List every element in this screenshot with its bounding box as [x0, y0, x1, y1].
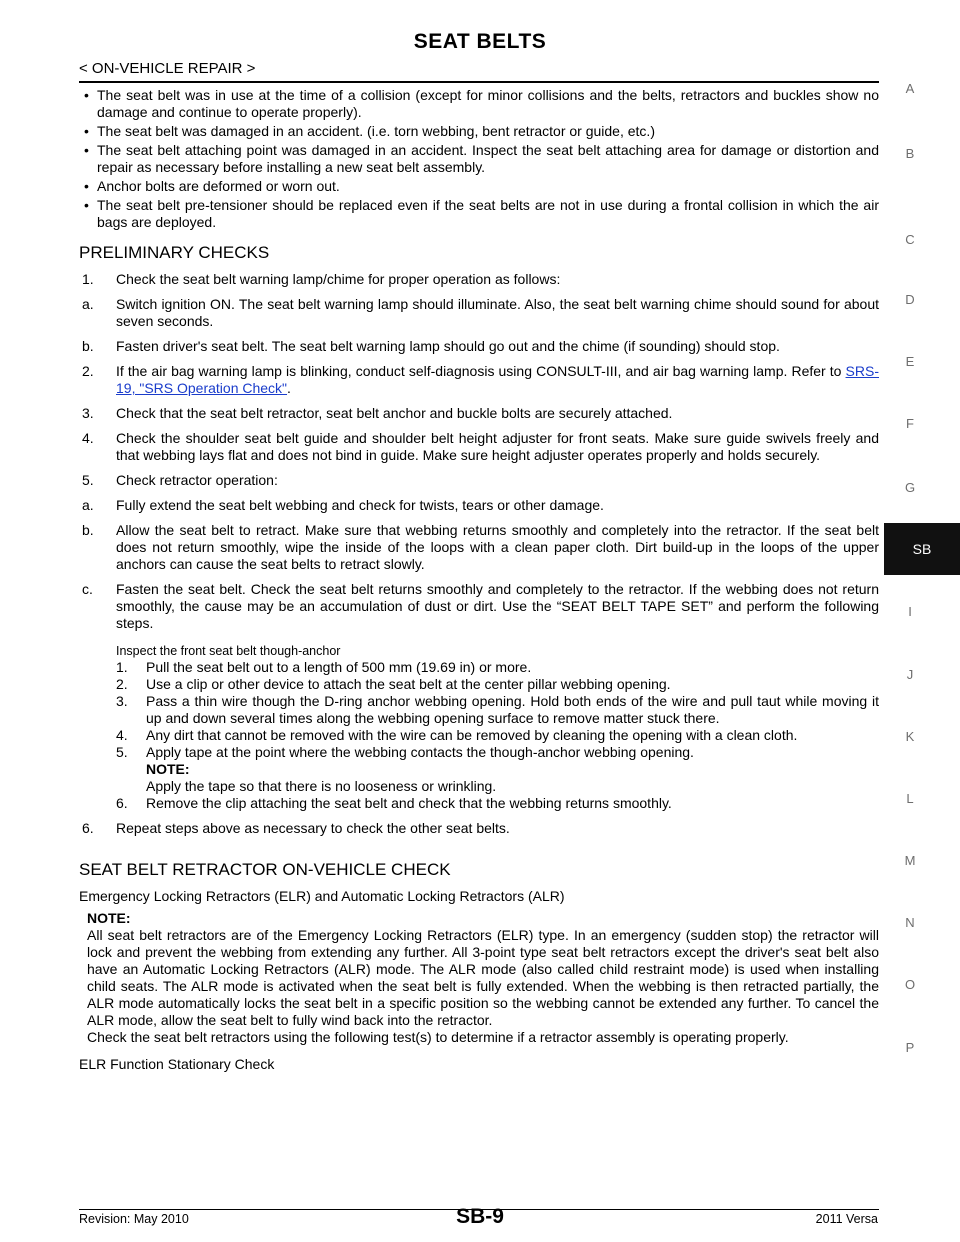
retractor-check-heading: SEAT BELT RETRACTOR ON-VEHICLE CHECK: [79, 860, 451, 879]
check-text: Check the seat belt retractors using the…: [87, 1029, 789, 1045]
sub-step-3: 3.Pass a thin wire though the D-ring anc…: [116, 693, 879, 726]
body-content: •The seat belt was in use at the time of…: [79, 87, 879, 1073]
note-text: All seat belt retractors are of the Emer…: [87, 927, 879, 1028]
bullet-item: •The seat belt was damaged in an acciden…: [84, 123, 655, 139]
side-index-letter[interactable]: O: [904, 977, 916, 992]
retractor-subheading: Emergency Locking Retractors (ELR) and A…: [79, 888, 565, 904]
sub-step-5: 5.Apply tape at the point where the webb…: [116, 744, 694, 794]
note-label: NOTE:: [146, 761, 190, 777]
retractor-note: NOTE: All seat belt retractors are of th…: [87, 910, 879, 1046]
side-index-letter[interactable]: E: [905, 354, 915, 369]
revision-date: Revision: May 2010: [79, 1212, 189, 1226]
side-index-letter[interactable]: B: [905, 146, 915, 161]
sub-step-2: 2.Use a clip or other device to attach t…: [116, 676, 671, 692]
sub-step-4: 4.Any dirt that cannot be removed with t…: [116, 727, 798, 743]
bullet-item: •The seat belt pre-tensioner should be r…: [84, 197, 879, 230]
preliminary-checks-heading: PRELIMINARY CHECKS: [79, 243, 270, 262]
side-index-letter[interactable]: C: [905, 232, 915, 247]
side-index-letter[interactable]: I: [908, 604, 912, 619]
bullet-item: •Anchor bolts are deformed or worn out.: [84, 178, 340, 194]
side-index-letter[interactable]: K: [905, 729, 915, 744]
note-label: NOTE:: [87, 910, 131, 926]
step-5: 5.Check retractor operation:: [82, 472, 278, 488]
step-6: 6.Repeat steps above as necessary to che…: [82, 820, 510, 836]
sub-step-1: 1.Pull the seat belt out to a length of …: [116, 659, 532, 675]
step-5b: b.Allow the seat belt to retract. Make s…: [82, 522, 879, 572]
side-index-letter[interactable]: J: [906, 667, 914, 682]
side-index-letter[interactable]: F: [906, 416, 914, 431]
model-year: 2011 Versa: [815, 1212, 878, 1226]
note-text: Apply the tape so that there is no loose…: [146, 778, 497, 794]
side-index-letter[interactable]: G: [904, 480, 916, 495]
page-title: SEAT BELTS: [413, 30, 547, 53]
bullet-item: •The seat belt attaching point was damag…: [84, 142, 879, 175]
inspect-label: Inspect the front seat belt though-ancho…: [116, 644, 341, 658]
sub-step-6: 6.Remove the clip attaching the seat bel…: [116, 795, 672, 811]
step-4: 4.Check the shoulder seat belt guide and…: [82, 430, 879, 463]
side-index-letter[interactable]: L: [906, 791, 914, 806]
side-index-letter[interactable]: M: [904, 853, 916, 868]
step-1a: a.Switch ignition ON. The seat belt warn…: [82, 296, 879, 329]
step-1: 1.Check the seat belt warning lamp/chime…: [82, 271, 561, 287]
footer-rule: [79, 1209, 879, 1210]
step-2: 2.If the air bag warning lamp is blinkin…: [82, 363, 879, 396]
step-5c: c.Fasten the seat belt. Check the seat b…: [82, 581, 879, 631]
side-index-letter[interactable]: N: [905, 915, 915, 930]
step-1b: b.Fasten driver's seat belt. The seat be…: [82, 338, 780, 354]
header-rule: [79, 81, 879, 83]
side-index-letter[interactable]: P: [905, 1040, 915, 1055]
section-subtitle: < ON-VEHICLE REPAIR >: [79, 60, 256, 77]
srs-operation-check-link[interactable]: SRS-19, "SRS Operation Check": [116, 363, 879, 396]
side-index-letter[interactable]: D: [905, 292, 915, 307]
side-index-active-tab[interactable]: SB: [884, 523, 960, 575]
side-index-letter[interactable]: A: [905, 81, 915, 96]
step-3: 3.Check that the seat belt retractor, se…: [82, 405, 673, 421]
page-number: SB-9: [456, 1205, 504, 1228]
bullet-item: •The seat belt was in use at the time of…: [84, 87, 879, 120]
step-5a: a.Fully extend the seat belt webbing and…: [82, 497, 604, 513]
elr-heading: ELR Function Stationary Check: [79, 1056, 275, 1072]
